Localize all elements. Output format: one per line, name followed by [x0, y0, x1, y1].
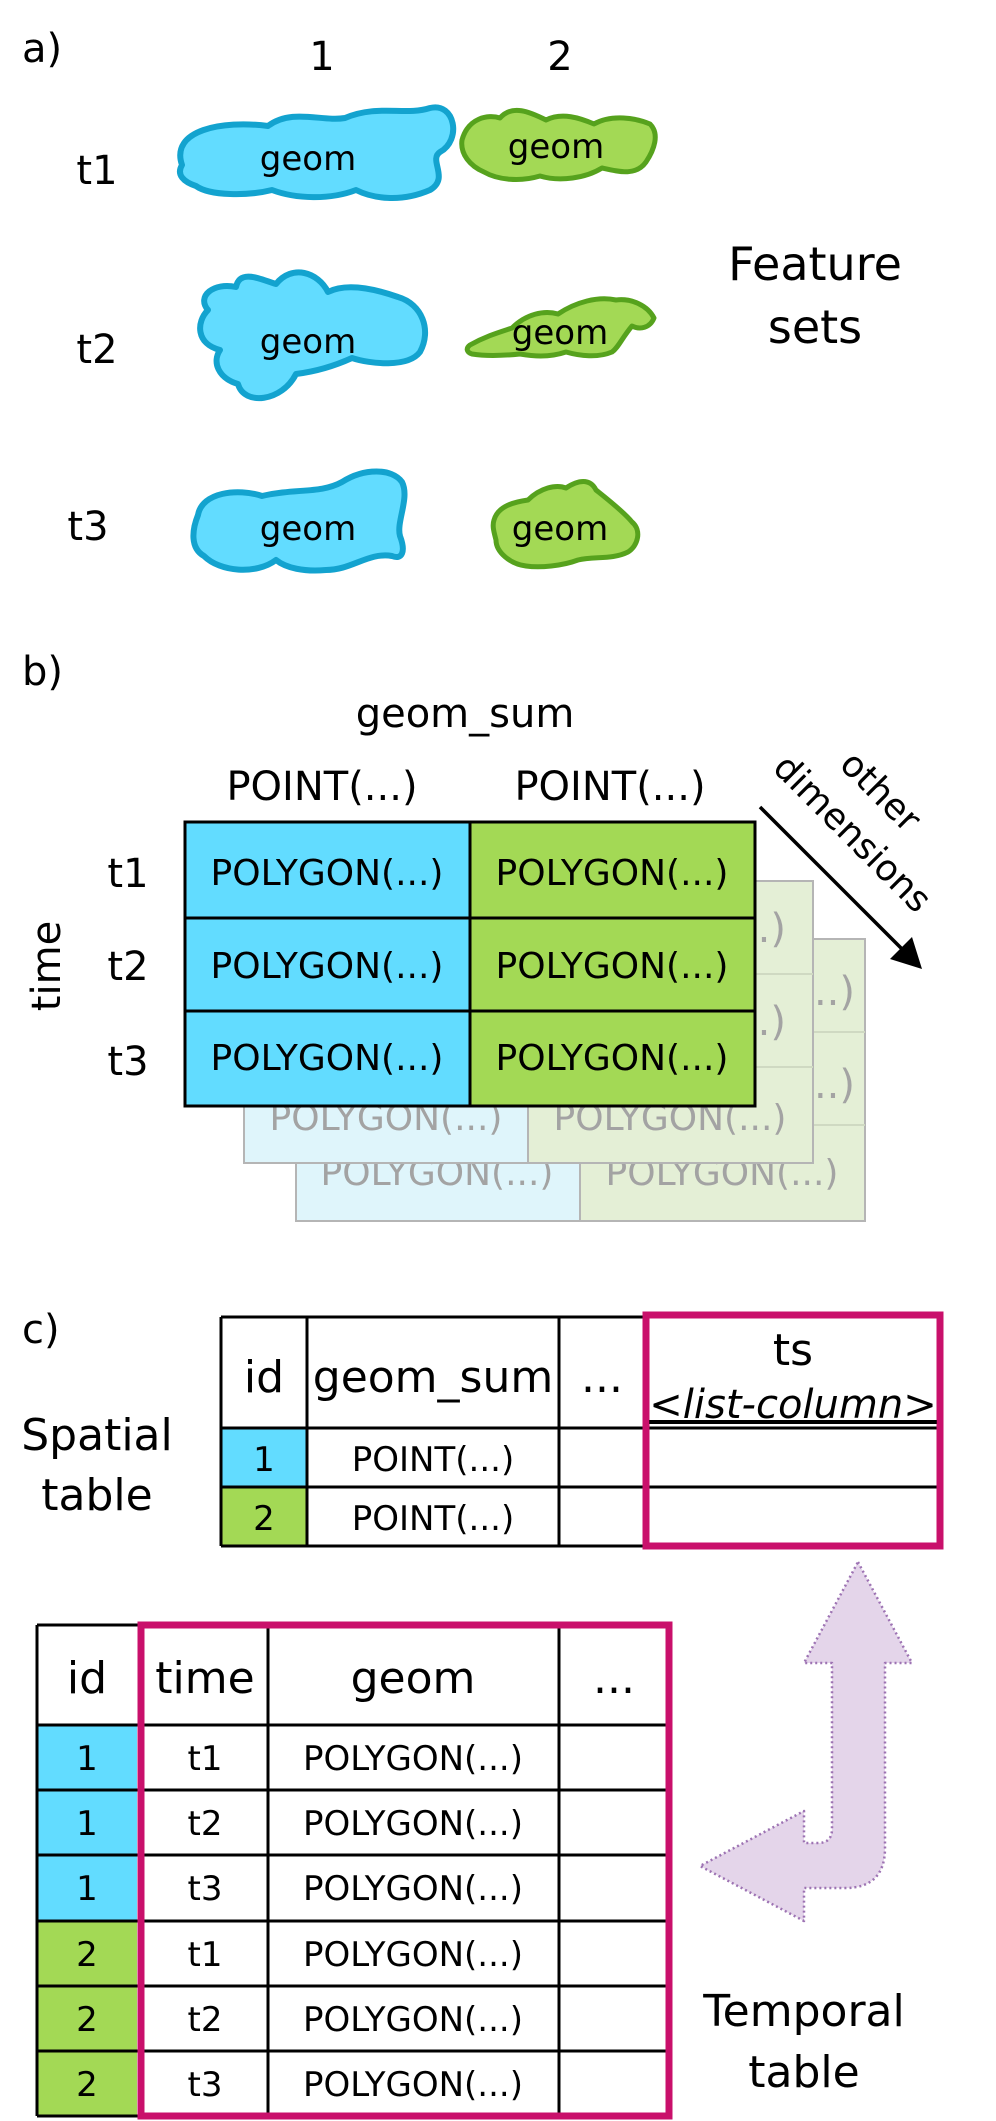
row-label-b-t1: t1 — [107, 851, 148, 897]
temporal-table: id time geom ... 1 t1 POLYGON(...) 1 t2 … — [35, 1621, 673, 2120]
temporal-row-4-id: 2 — [76, 1935, 98, 1975]
spatial-geom-1: POINT(...) — [352, 1440, 514, 1480]
panel-c-label: c) — [22, 1307, 60, 1353]
temporal-row-2-id: 1 — [76, 1804, 98, 1844]
column-label-2: 2 — [547, 34, 572, 80]
cell-2-t2 — [468, 916, 757, 1013]
temporal-highlight — [137, 1621, 673, 2120]
temporal-row-4-time: t1 — [188, 1935, 223, 1975]
temporal-row-4-geom: POLYGON(...) — [303, 1935, 523, 1975]
geom-label-2-t2: geom — [512, 313, 608, 353]
temporal-table-label-line1: Temporal — [702, 1986, 904, 2037]
temporal-row-1-id: 1 — [76, 1739, 98, 1779]
geom-label-1-t1: geom — [260, 139, 356, 179]
panel-b-label: b) — [22, 649, 63, 695]
geom-label-1-t2: geom — [260, 322, 356, 362]
spatial-header-ts: ts — [773, 1325, 813, 1376]
temporal-row-3-geom: POLYGON(...) — [303, 1869, 523, 1909]
other-dimensions-arrow — [758, 805, 922, 969]
row-label-b-t2: t2 — [107, 944, 148, 990]
row-label-b-t3: t3 — [107, 1039, 148, 1085]
spatial-header-geom-sum: geom_sum — [313, 1352, 553, 1403]
point-header-1: POINT(...) — [226, 764, 417, 810]
cell-text-1-t2: POLYGON(...) — [211, 946, 444, 987]
geom-blob-2-t1 — [459, 107, 658, 182]
temporal-row-1-geom: POLYGON(...) — [303, 1739, 523, 1779]
row-label-t3: t3 — [67, 504, 108, 550]
spatial-id-cell-2 — [221, 1487, 307, 1546]
temporal-row-2-time: t2 — [188, 1804, 223, 1844]
spatial-header-list-column: <list-column> — [649, 1382, 936, 1428]
spatial-id-2: 2 — [253, 1499, 275, 1539]
temporal-row-1-time: t1 — [188, 1739, 223, 1779]
geom-blob-1-t1 — [176, 104, 457, 201]
feature-sets-title-line2: sets — [768, 300, 862, 354]
row-label-t1: t1 — [76, 148, 117, 194]
temporal-row-3-id: 1 — [76, 1869, 98, 1909]
cell-text-2-t2: POLYGON(...) — [496, 946, 729, 987]
temporal-row-6-id: 2 — [76, 2065, 98, 2105]
temporal-row-5-time: t2 — [188, 2000, 223, 2040]
spatial-table-label-line2: table — [41, 1470, 152, 1521]
geom-sum-header: geom_sum — [356, 691, 575, 737]
geom-blob-1-t2 — [197, 269, 428, 402]
cell-text-1-t1: POLYGON(...) — [211, 853, 444, 894]
main-grid: POLYGON(...) POLYGON(...) POLYGON(...) P… — [183, 820, 757, 1108]
time-axis-label: time — [24, 921, 70, 1011]
spatial-table: id geom_sum ... ts <list-column> 1 2 POI… — [219, 1311, 944, 1550]
spatial-header-ellipsis: ... — [581, 1352, 623, 1403]
temporal-row-2-geom: POLYGON(...) — [303, 1804, 523, 1844]
temporal-header-id: id — [67, 1653, 107, 1704]
feature-sets-title-line1: Feature — [728, 237, 902, 291]
geom-label-1-t3: geom — [260, 509, 356, 549]
spatial-id-cell-1 — [221, 1428, 307, 1487]
panel-b: b) geom_sum POINT(...) POINT(...) ...) .… — [22, 649, 939, 1222]
temporal-row-3-time: t3 — [188, 1869, 223, 1909]
spatial-geom-2: POINT(...) — [352, 1499, 514, 1539]
temporal-row-6-time: t3 — [188, 2065, 223, 2105]
spatial-id-1: 1 — [253, 1440, 275, 1480]
row-label-t2: t2 — [76, 327, 117, 373]
cell-1-t3 — [183, 1009, 472, 1108]
cell-text-1-t3: POLYGON(...) — [211, 1038, 444, 1079]
link-arrow — [698, 1560, 914, 1923]
cell-1-t2 — [183, 916, 472, 1013]
temporal-header-ellipsis: ... — [593, 1653, 635, 1704]
spatial-header-id: id — [244, 1352, 284, 1403]
geom-blob-2-t2 — [464, 296, 657, 359]
panel-a-label: a) — [22, 26, 62, 72]
panel-c: c) Spatial table id geom_sum ... ts <lis… — [21, 1307, 944, 2120]
cell-2-t3 — [468, 1009, 757, 1108]
geom-blob-1-t3 — [190, 468, 408, 574]
cell-text-2-t3: POLYGON(...) — [496, 1038, 729, 1079]
temporal-row-5-geom: POLYGON(...) — [303, 2000, 523, 2040]
point-header-2: POINT(...) — [514, 764, 705, 810]
geom-label-2-t3: geom — [512, 509, 608, 549]
spatial-table-label-line1: Spatial — [21, 1410, 173, 1461]
ts-list-column-highlight — [642, 1311, 944, 1550]
geom-blob-2-t3 — [490, 479, 641, 570]
temporal-table-label-line2: table — [748, 2047, 859, 2098]
cell-2-t1 — [468, 820, 757, 920]
temporal-row-5-id: 2 — [76, 2000, 98, 2040]
column-label-1: 1 — [309, 34, 334, 80]
temporal-row-6-geom: POLYGON(...) — [303, 2065, 523, 2105]
temporal-header-geom: geom — [351, 1653, 476, 1704]
geom-label-2-t1: geom — [508, 127, 604, 167]
temporal-header-time: time — [155, 1653, 254, 1704]
panel-a: a) 1 2 t1 t2 t3 geom geom geom geom geom… — [22, 26, 902, 574]
cell-text-2-t1: POLYGON(...) — [496, 853, 729, 894]
